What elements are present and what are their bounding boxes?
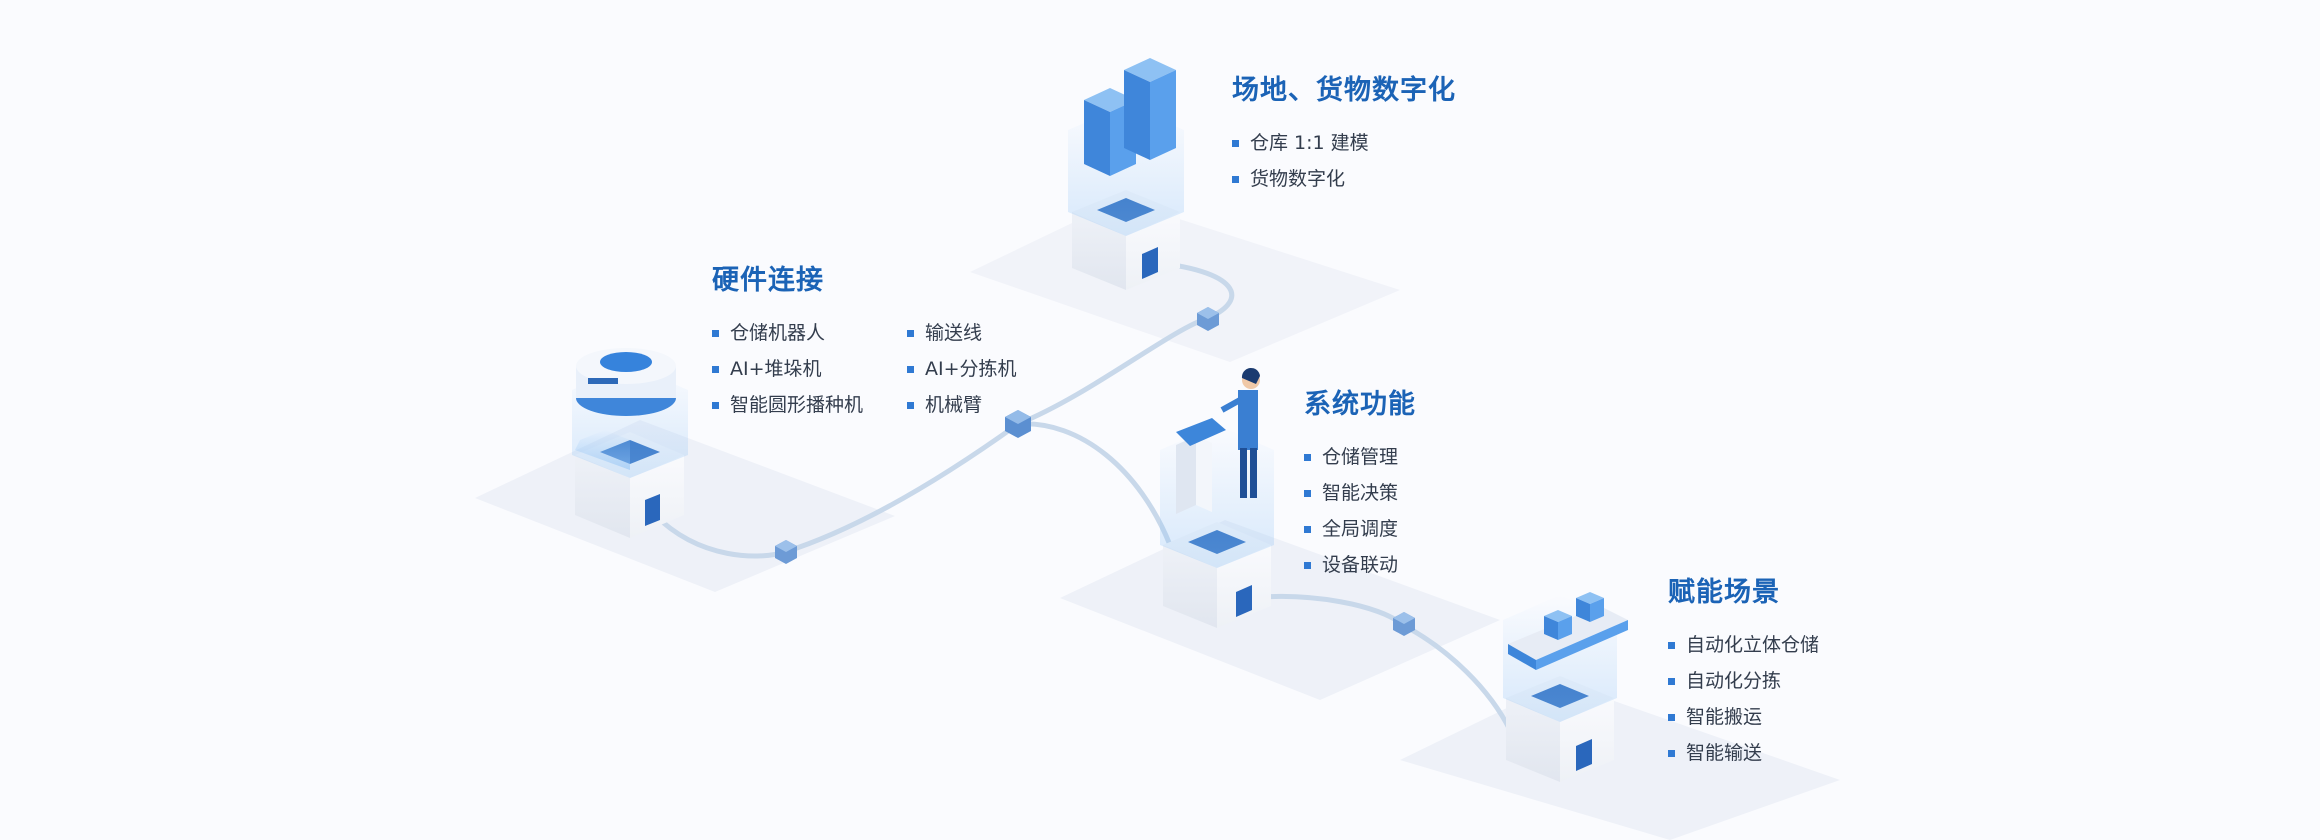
digitization-block: 场地、货物数字化 仓库 1:1 建模 货物数字化: [1232, 68, 1456, 197]
list-item: 机械臂: [907, 387, 1017, 423]
digitization-list: 仓库 1:1 建模 货物数字化: [1232, 125, 1456, 197]
hardware-list-col2: 输送线 AI+分拣机 机械臂: [907, 315, 1017, 423]
list-item: 输送线: [907, 315, 1017, 351]
list-item: 仓储管理: [1304, 439, 1416, 475]
hardware-title: 硬件连接: [712, 265, 824, 296]
system-list: 仓储管理 智能决策 全局调度 设备联动: [1304, 439, 1416, 583]
conveyor-icon: [1508, 592, 1628, 670]
scenarios-list: 自动化立体仓储 自动化分拣 智能搬运 智能输送: [1668, 627, 1819, 771]
path-node: [775, 540, 797, 564]
list-item: 自动化立体仓储: [1668, 627, 1819, 663]
hardware-list-col1: 仓储机器人 AI+堆垛机 智能圆形播种机: [712, 315, 863, 423]
digitization-title: 场地、货物数字化: [1232, 75, 1456, 106]
hardware-block: 硬件连接 仓储机器人 AI+堆垛机 智能圆形播种机 输送线 AI+分拣机 机械臂: [712, 258, 1017, 423]
hardware-station: [572, 348, 688, 538]
system-station: [1160, 367, 1274, 628]
operator-terminal-icon: [1176, 367, 1260, 514]
digitization-station: [1068, 58, 1184, 290]
list-item: 仓库 1:1 建模: [1232, 125, 1456, 161]
path-node: [1393, 612, 1415, 636]
flow-path-branch: [1015, 421, 1173, 548]
list-item: 自动化分拣: [1668, 663, 1819, 699]
robot-icon: [576, 348, 676, 416]
system-title: 系统功能: [1304, 389, 1416, 420]
path-node: [1197, 307, 1219, 331]
list-item: 智能决策: [1304, 475, 1416, 511]
scenarios-station: [1503, 592, 1628, 782]
list-item: 设备联动: [1304, 547, 1416, 583]
list-item: 货物数字化: [1232, 161, 1456, 197]
system-block: 系统功能 仓储管理 智能决策 全局调度 设备联动: [1304, 382, 1416, 583]
path-node: [1005, 410, 1031, 438]
list-item: 智能输送: [1668, 735, 1819, 771]
server-stack-icon: [1084, 58, 1176, 176]
list-item: 智能圆形播种机: [712, 387, 863, 423]
list-item: AI+分拣机: [907, 351, 1017, 387]
list-item: 仓储机器人: [712, 315, 863, 351]
list-item: AI+堆垛机: [712, 351, 863, 387]
scenarios-title: 赋能场景: [1668, 577, 1780, 608]
scenarios-block: 赋能场景 自动化立体仓储 自动化分拣 智能搬运 智能输送: [1668, 570, 1819, 771]
list-item: 全局调度: [1304, 511, 1416, 547]
list-item: 智能搬运: [1668, 699, 1819, 735]
